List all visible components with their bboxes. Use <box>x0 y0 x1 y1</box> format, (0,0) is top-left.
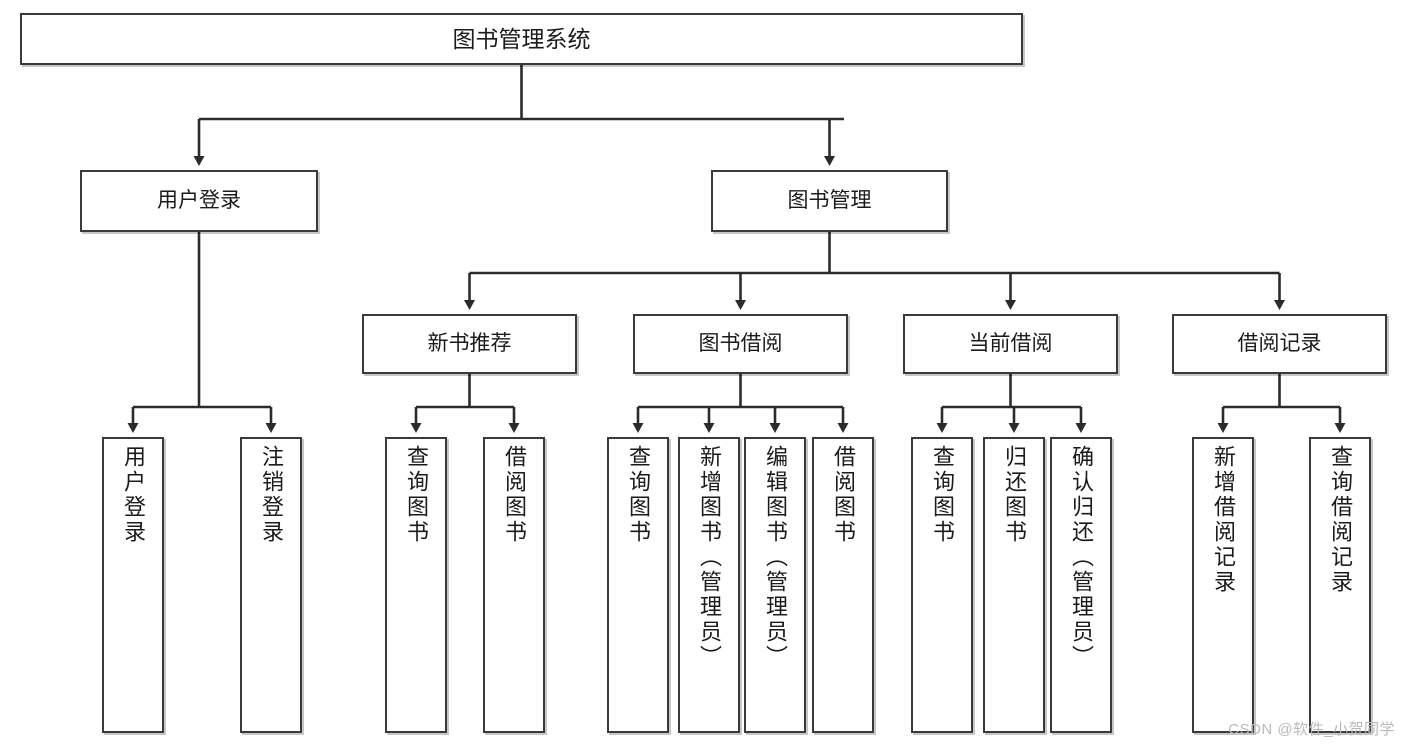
leaf-query-book-recommend-label: 查询图书 <box>404 445 429 545</box>
leaf-edit-book-admin[interactable]: 编辑图书（管理员） <box>744 437 806 733</box>
node-book-management-label: 图书管理 <box>787 188 872 212</box>
leaf-query-borrow-record[interactable]: 查询借阅记录 <box>1309 437 1371 733</box>
leaf-confirm-return-admin-label: 确认归还（管理员） <box>1069 445 1094 670</box>
leaf-query-book-current[interactable]: 查询图书 <box>911 437 973 733</box>
leaf-borrow-book-recommend-label: 借阅图书 <box>502 445 527 545</box>
leaf-edit-book-admin-label: 编辑图书（管理员） <box>763 445 788 670</box>
node-current-borrow-label: 当前借阅 <box>968 331 1053 355</box>
leaf-query-borrow-record-label: 查询借阅记录 <box>1328 445 1353 595</box>
leaf-query-book-recommend[interactable]: 查询图书 <box>385 437 447 733</box>
leaf-user-login[interactable]: 用户登录 <box>102 437 164 733</box>
node-root[interactable]: 图书管理系统 <box>20 13 1023 65</box>
node-current-borrow[interactable]: 当前借阅 <box>903 314 1118 374</box>
leaf-query-book-borrow-label: 查询图书 <box>626 445 651 545</box>
leaf-logout-login-label: 注销登录 <box>259 445 284 545</box>
node-borrow-record[interactable]: 借阅记录 <box>1172 314 1387 374</box>
node-new-book-recommend-label: 新书推荐 <box>427 331 512 355</box>
leaf-user-login-label: 用户登录 <box>121 445 146 545</box>
leaf-logout-login[interactable]: 注销登录 <box>240 437 302 733</box>
leaf-query-book-current-label: 查询图书 <box>930 445 955 545</box>
leaf-add-borrow-record-label: 新增借阅记录 <box>1211 445 1236 595</box>
node-borrow-record-label: 借阅记录 <box>1237 331 1322 355</box>
leaf-borrow-book-label: 借阅图书 <box>831 445 856 545</box>
leaf-return-book-label: 归还图书 <box>1002 445 1027 545</box>
node-root-label: 图书管理系统 <box>452 25 591 52</box>
node-user-login-label: 用户登录 <box>157 188 241 212</box>
leaf-confirm-return-admin[interactable]: 确认归还（管理员） <box>1050 437 1112 733</box>
leaf-add-book-admin-label: 新增图书（管理员） <box>697 445 722 670</box>
node-book-management[interactable]: 图书管理 <box>711 170 948 232</box>
leaf-borrow-book-recommend[interactable]: 借阅图书 <box>483 437 545 733</box>
leaf-add-book-admin[interactable]: 新增图书（管理员） <box>678 437 740 733</box>
csdn-watermark: CSDN @软件_小贺同学 <box>1228 721 1395 738</box>
node-book-borrow[interactable]: 图书借阅 <box>633 314 848 374</box>
leaf-return-book[interactable]: 归还图书 <box>983 437 1045 733</box>
leaf-query-book-borrow[interactable]: 查询图书 <box>607 437 669 733</box>
node-book-borrow-label: 图书借阅 <box>698 331 783 355</box>
leaf-borrow-book[interactable]: 借阅图书 <box>812 437 874 733</box>
node-user-login[interactable]: 用户登录 <box>80 170 318 232</box>
leaf-add-borrow-record[interactable]: 新增借阅记录 <box>1192 437 1254 733</box>
node-new-book-recommend[interactable]: 新书推荐 <box>362 314 577 374</box>
